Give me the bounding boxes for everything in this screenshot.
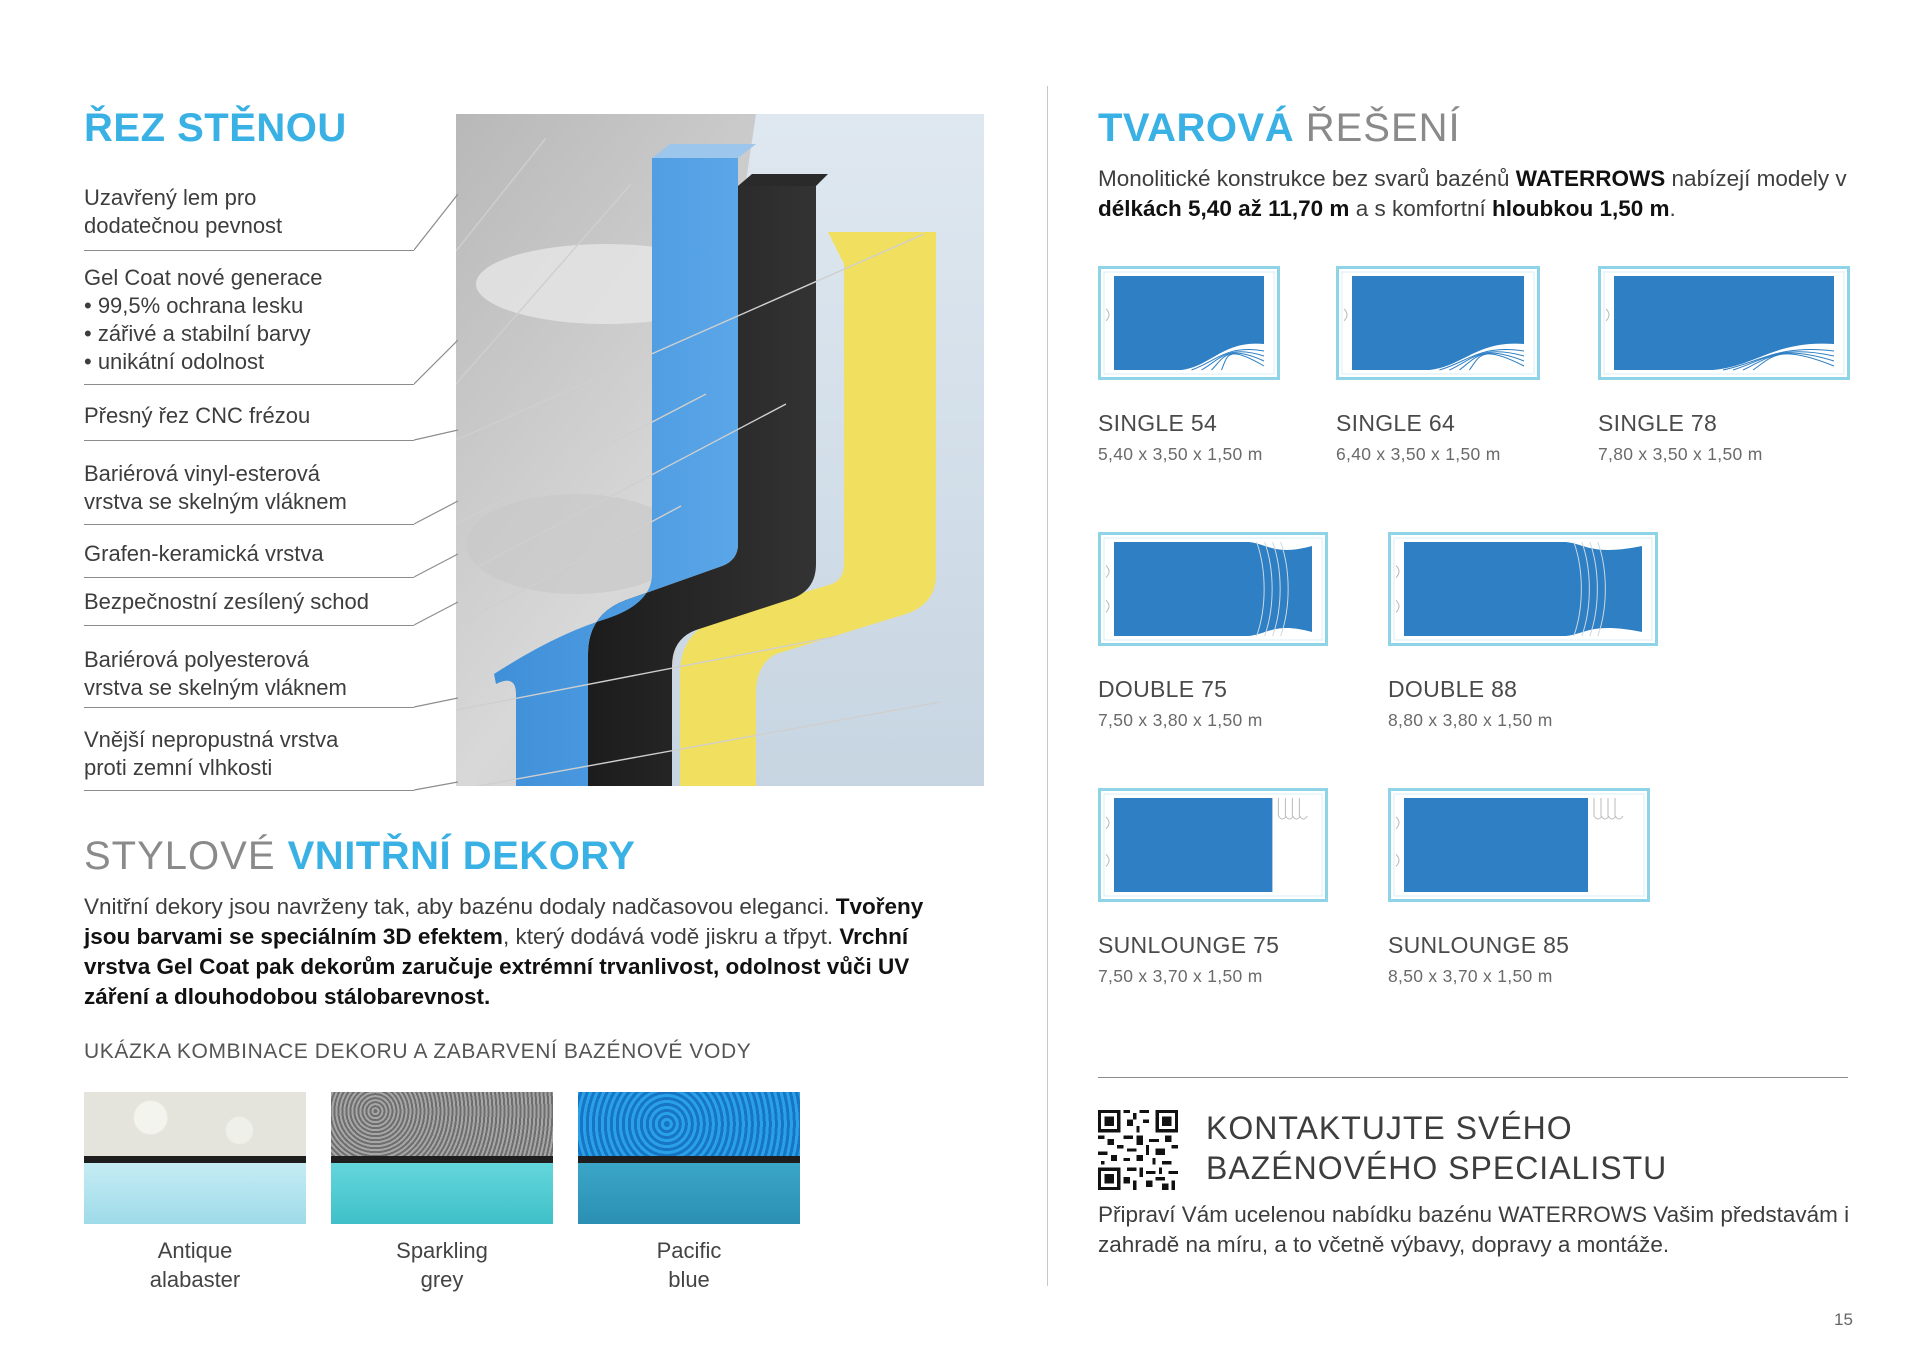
layer-label: Bariérová vinyl-esterová vrstva se skeln… [84,461,347,514]
decors-description: Vnitřní dekory jsou navrženy tak, aby ba… [84,894,924,1009]
pool-dimensions: 7,50 x 3,80 x 1,50 m [1098,710,1263,730]
pool-name: SINGLE 54 [1098,410,1218,436]
swatch-pacific-blue [578,1092,800,1224]
pool-name: SINGLE 64 [1336,410,1456,436]
pool-diagram-sunlounge-75 [1098,788,1328,902]
pool-dimensions: 7,50 x 3,70 x 1,50 m [1098,966,1263,986]
pool-dimensions: 5,40 x 3,50 x 1,50 m [1098,444,1263,464]
pool-dimensions: 8,80 x 3,80 x 1,50 m [1388,710,1553,730]
layer-label: Bezpečnostní zesílený schod [84,589,369,614]
shapes-title: TVAROVÁ ŘEŠENÍ [1098,106,1461,150]
layer-label: Grafen-keramická vrstva [84,541,324,566]
layer-rule [84,790,414,791]
pool-diagram-double-88 [1388,532,1658,646]
layer-rule [84,707,414,708]
section-title: ŘEZ STĚNOU [84,106,347,150]
layer-label: Bariérová polyesterová vrstva se skelným… [84,647,347,700]
qr-code-icon[interactable] [1098,1110,1178,1190]
swatch-sparkling-grey [331,1092,553,1224]
page-number: 15 [1834,1310,1853,1329]
layer-rule [84,384,414,385]
pool-name: SUNLOUNGE 75 [1098,932,1280,958]
wall-cross-section-image [456,114,984,786]
pool-dimensions: 6,40 x 3,50 x 1,50 m [1336,444,1501,464]
pool-diagram-double-75 [1098,532,1328,646]
layer-label: Přesný řez CNC frézou [84,403,311,428]
contact-text: Připraví Vám ucelenou nabídku bazénu WAT… [1098,1202,1850,1257]
contact-divider [1098,1077,1848,1078]
pool-diagram-single-54 [1098,266,1280,380]
pool-dimensions: 8,50 x 3,70 x 1,50 m [1388,966,1553,986]
pool-name: DOUBLE 88 [1388,676,1518,702]
layer-rule [84,577,414,578]
layer-rule [84,625,414,626]
pool-name: SUNLOUNGE 85 [1388,932,1570,958]
pool-diagram-sunlounge-85 [1388,788,1650,902]
layer-rule [84,524,414,525]
contact-title: KONTAKTUJTE SVÉHO BAZÉNOVÉHO SPECIALISTU [1206,1110,1668,1186]
layer-label: Uzavřený lem pro dodatečnou pevnost [84,185,283,238]
pool-dimensions: 7,80 x 3,50 x 1,50 m [1598,444,1763,464]
pool-name: SINGLE 78 [1598,410,1718,436]
pool-diagram-single-78 [1598,266,1850,380]
pool-diagram-single-64 [1336,266,1540,380]
layer-label: Vnější nepropustná vrstva proti zemní vl… [84,727,339,780]
combination-title: UKÁZKA KOMBINACE DEKORU A ZABARVENÍ BAZÉ… [84,1040,752,1063]
shapes-intro: Monolitické konstrukce bez svarů bazénů … [1098,166,1847,221]
pool-name: DOUBLE 75 [1098,676,1228,702]
layer-rule [84,440,414,441]
layer-rule [84,250,414,251]
decors-title: STYLOVÉ VNITŘNÍ DEKORY [84,834,636,878]
column-divider [1047,86,1048,1286]
leader-lines [414,193,458,791]
swatch-antique-alabaster [84,1092,306,1224]
layer-label: Gel Coat nové generace • 99,5% ochrana l… [84,265,323,374]
